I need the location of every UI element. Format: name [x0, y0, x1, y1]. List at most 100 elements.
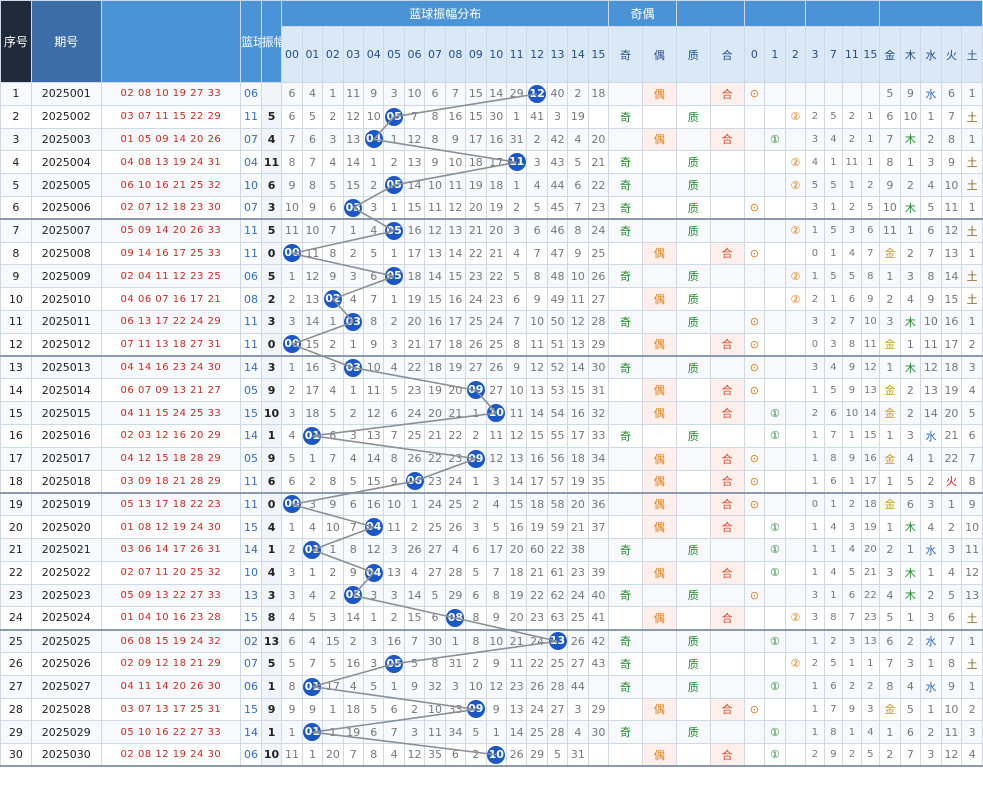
- dist-cell: 7: [567, 195, 589, 221]
- m3-cell: 2: [805, 104, 825, 129]
- m3-cell: 2: [805, 287, 825, 311]
- row-blue-ball: 14: [240, 537, 262, 562]
- dist-cell: [587, 104, 610, 129]
- mod-cell-1: [764, 469, 786, 494]
- wuxing-cell: 3: [879, 309, 901, 334]
- row-seq: 25: [0, 629, 32, 653]
- prime-cell: [675, 241, 711, 266]
- row-seq: 10: [0, 287, 32, 311]
- wx-col-2: 水: [920, 26, 942, 83]
- amplitude-ball: 05: [385, 176, 404, 195]
- m3-cell: 8: [842, 332, 862, 358]
- dist-cell: 24: [465, 287, 487, 311]
- dist-cell: 03: [342, 309, 365, 334]
- row-blue-ball: 13: [240, 583, 262, 608]
- dist-cell: 18: [505, 560, 528, 585]
- composite-cell: [709, 195, 745, 221]
- dist-cell: 21: [587, 150, 610, 175]
- dist-cell: 24: [526, 629, 548, 653]
- wuxing-cell: 9: [940, 674, 963, 699]
- dist-cell: 28: [546, 674, 569, 699]
- row-amplitude: 1: [260, 674, 283, 699]
- dist-cell: 2: [342, 401, 365, 425]
- m3-cell: 9: [842, 355, 862, 380]
- wuxing-cell: 12: [920, 355, 942, 380]
- mod-header: [743, 0, 807, 27]
- dist-cell: 23: [526, 606, 548, 631]
- dist-cell: 19: [526, 515, 548, 539]
- dist-cell: 2: [403, 697, 426, 722]
- wuxing-cell: 8: [879, 674, 901, 699]
- dist-cell: 1: [322, 697, 344, 722]
- mod-cell-0: [743, 515, 766, 539]
- mod-cell-2: [784, 492, 807, 517]
- dist-cell: 7: [383, 423, 405, 448]
- dist-cell: 14: [342, 606, 365, 631]
- dist-cell: 12: [362, 537, 385, 562]
- wuxing-cell: 1: [899, 332, 922, 358]
- m3-cell: 1: [805, 515, 825, 539]
- even-cell: [641, 423, 677, 448]
- dist-cell: 11: [505, 150, 528, 175]
- dist-cell: 6: [281, 104, 303, 129]
- row-seq: 16: [0, 423, 32, 448]
- row-issue: 2025021: [30, 537, 102, 562]
- dist-cell: 19: [465, 173, 487, 197]
- dist-cell: 9: [485, 606, 507, 631]
- dist-col-04: 04: [362, 26, 385, 83]
- wuxing-cell: 6: [920, 218, 942, 243]
- dist-cell: 35: [587, 469, 610, 494]
- wuxing-header: [879, 0, 983, 27]
- wuxing-cell: 3: [920, 492, 942, 517]
- m3-cell: 2: [823, 629, 844, 653]
- prime-cell: 质: [675, 651, 711, 676]
- row-issue: 2025020: [30, 515, 102, 539]
- wuxing-cell: 金: [879, 446, 901, 471]
- row-issue: 2025001: [30, 82, 102, 106]
- dist-cell: 3: [281, 401, 303, 425]
- row-seq: 20: [0, 515, 32, 539]
- dist-cell: 23: [587, 195, 610, 221]
- m3-cell: 2: [842, 127, 862, 152]
- dist-cell: 10: [485, 629, 507, 653]
- mod-cell-0: ⊙: [743, 355, 766, 380]
- prime-cell: [675, 743, 711, 768]
- dist-cell: 2: [281, 287, 303, 311]
- composite-cell: [709, 150, 745, 175]
- row-seq: 21: [0, 537, 32, 562]
- dist-cell: 5: [342, 469, 365, 494]
- mod-cell-1: [764, 82, 786, 106]
- amplitude-ball: 05: [385, 654, 404, 673]
- dist-cell: 2: [465, 743, 487, 768]
- m3-cell: 1: [805, 423, 825, 448]
- wuxing-cell: 8: [961, 469, 983, 494]
- m3-cell: 3: [860, 697, 881, 722]
- mod-cell-2: ②: [784, 651, 807, 676]
- dist-cell: 25: [403, 423, 426, 448]
- wuxing-cell: 2: [920, 720, 942, 745]
- dist-cell: 6: [567, 173, 589, 197]
- mod-cell-1: [764, 332, 786, 358]
- dist-cell: 15: [567, 378, 589, 403]
- wuxing-cell: 5: [920, 195, 942, 221]
- dist-cell: 7: [362, 287, 385, 311]
- m3-cell: 8: [823, 720, 844, 745]
- dist-cell: 4: [485, 492, 507, 517]
- dist-cell: 7: [301, 651, 324, 676]
- dist-cell: 8: [383, 446, 405, 471]
- even-cell: 偶: [641, 82, 677, 106]
- row-seq: 6: [0, 195, 32, 221]
- dist-cell: 25: [485, 332, 507, 358]
- row-issue: 2025025: [30, 629, 102, 653]
- wuxing-cell: 11: [940, 195, 963, 221]
- row-issue: 2025022: [30, 560, 102, 585]
- seq-header: 序号: [0, 0, 32, 83]
- m3-cell: 13: [860, 629, 881, 653]
- wuxing-cell: 土: [961, 606, 983, 631]
- prime-cell: 质: [675, 287, 711, 311]
- mod-cell-1: [764, 651, 786, 676]
- odd-cell: 奇: [608, 150, 643, 175]
- dist-col-14: 14: [567, 26, 589, 83]
